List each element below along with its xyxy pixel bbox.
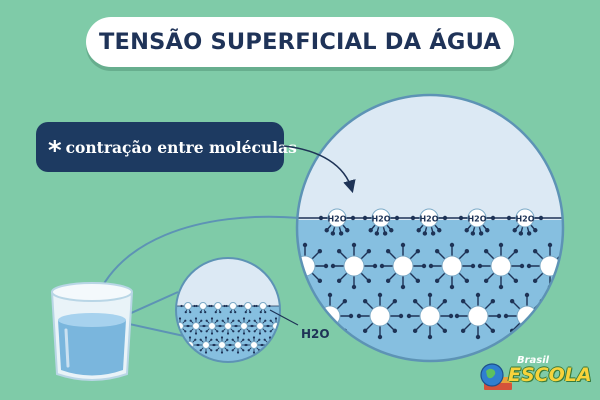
surface-molecule: H2O bbox=[318, 208, 356, 236]
small-surface-molecule bbox=[225, 302, 241, 314]
small-surface-molecule bbox=[195, 302, 211, 314]
small-bulk-molecule bbox=[187, 317, 205, 335]
annotation-label: * contração entre moléculas bbox=[36, 122, 297, 172]
small-surface-molecule bbox=[240, 302, 256, 314]
bulk-molecule bbox=[526, 242, 563, 290]
small-bulk-molecule bbox=[219, 317, 237, 335]
small-bulk-molecule bbox=[245, 336, 263, 354]
molecule-label: H2O bbox=[327, 215, 346, 224]
logo-brasil-text: Brasil bbox=[517, 355, 550, 366]
brasil-escola-logo: Brasil ESCOLA bbox=[478, 355, 594, 393]
small-surface-molecule bbox=[255, 302, 271, 314]
small-bulk-molecule bbox=[213, 336, 231, 354]
small-h2o-callout: H2O bbox=[269, 309, 330, 341]
small-surface-molecule bbox=[210, 302, 226, 314]
molecule-label: H2O bbox=[371, 215, 390, 224]
annotation-text: contração entre moléculas bbox=[65, 137, 297, 157]
h2o-callout-label: H2O bbox=[301, 327, 330, 341]
bulk-molecule bbox=[297, 242, 329, 290]
globe-book-icon bbox=[480, 363, 512, 390]
small-zoom-circle bbox=[175, 257, 281, 363]
small-bulk-molecule bbox=[251, 317, 269, 335]
bulk-molecule bbox=[330, 242, 378, 290]
surface-molecule: H2O bbox=[362, 208, 400, 236]
bulk-molecule bbox=[356, 292, 404, 340]
small-bulk-molecule bbox=[235, 317, 253, 335]
logo-escola-text: ESCOLA bbox=[508, 364, 592, 386]
bulk-molecule bbox=[454, 292, 502, 340]
bulk-molecule bbox=[379, 242, 427, 290]
water-glass bbox=[51, 282, 133, 381]
asterisk-icon: * bbox=[48, 136, 62, 166]
molecule-label: H2O bbox=[467, 215, 486, 224]
bulk-molecule bbox=[406, 292, 454, 340]
molecule-label: H2O bbox=[515, 215, 534, 224]
small-bulk-molecule bbox=[197, 336, 215, 354]
small-bulk-molecule bbox=[229, 336, 247, 354]
small-surface-molecule bbox=[180, 302, 196, 314]
surface-molecule: H2O bbox=[506, 208, 544, 236]
large-zoom-circle: H2O H2O H2O H2O H2O bbox=[295, 93, 565, 363]
page-title: TENSÃO SUPERFICIAL DA ÁGUA bbox=[99, 29, 501, 55]
small-bulk-molecule bbox=[203, 317, 221, 335]
molecule-label: H2O bbox=[419, 215, 438, 224]
pointer-arrow bbox=[283, 145, 356, 194]
title-banner: TENSÃO SUPERFICIAL DA ÁGUA bbox=[86, 17, 514, 67]
surface-molecule: H2O bbox=[410, 208, 448, 236]
bulk-molecule bbox=[428, 242, 476, 290]
surface-molecule: H2O bbox=[458, 208, 496, 236]
bulk-molecule bbox=[477, 242, 525, 290]
